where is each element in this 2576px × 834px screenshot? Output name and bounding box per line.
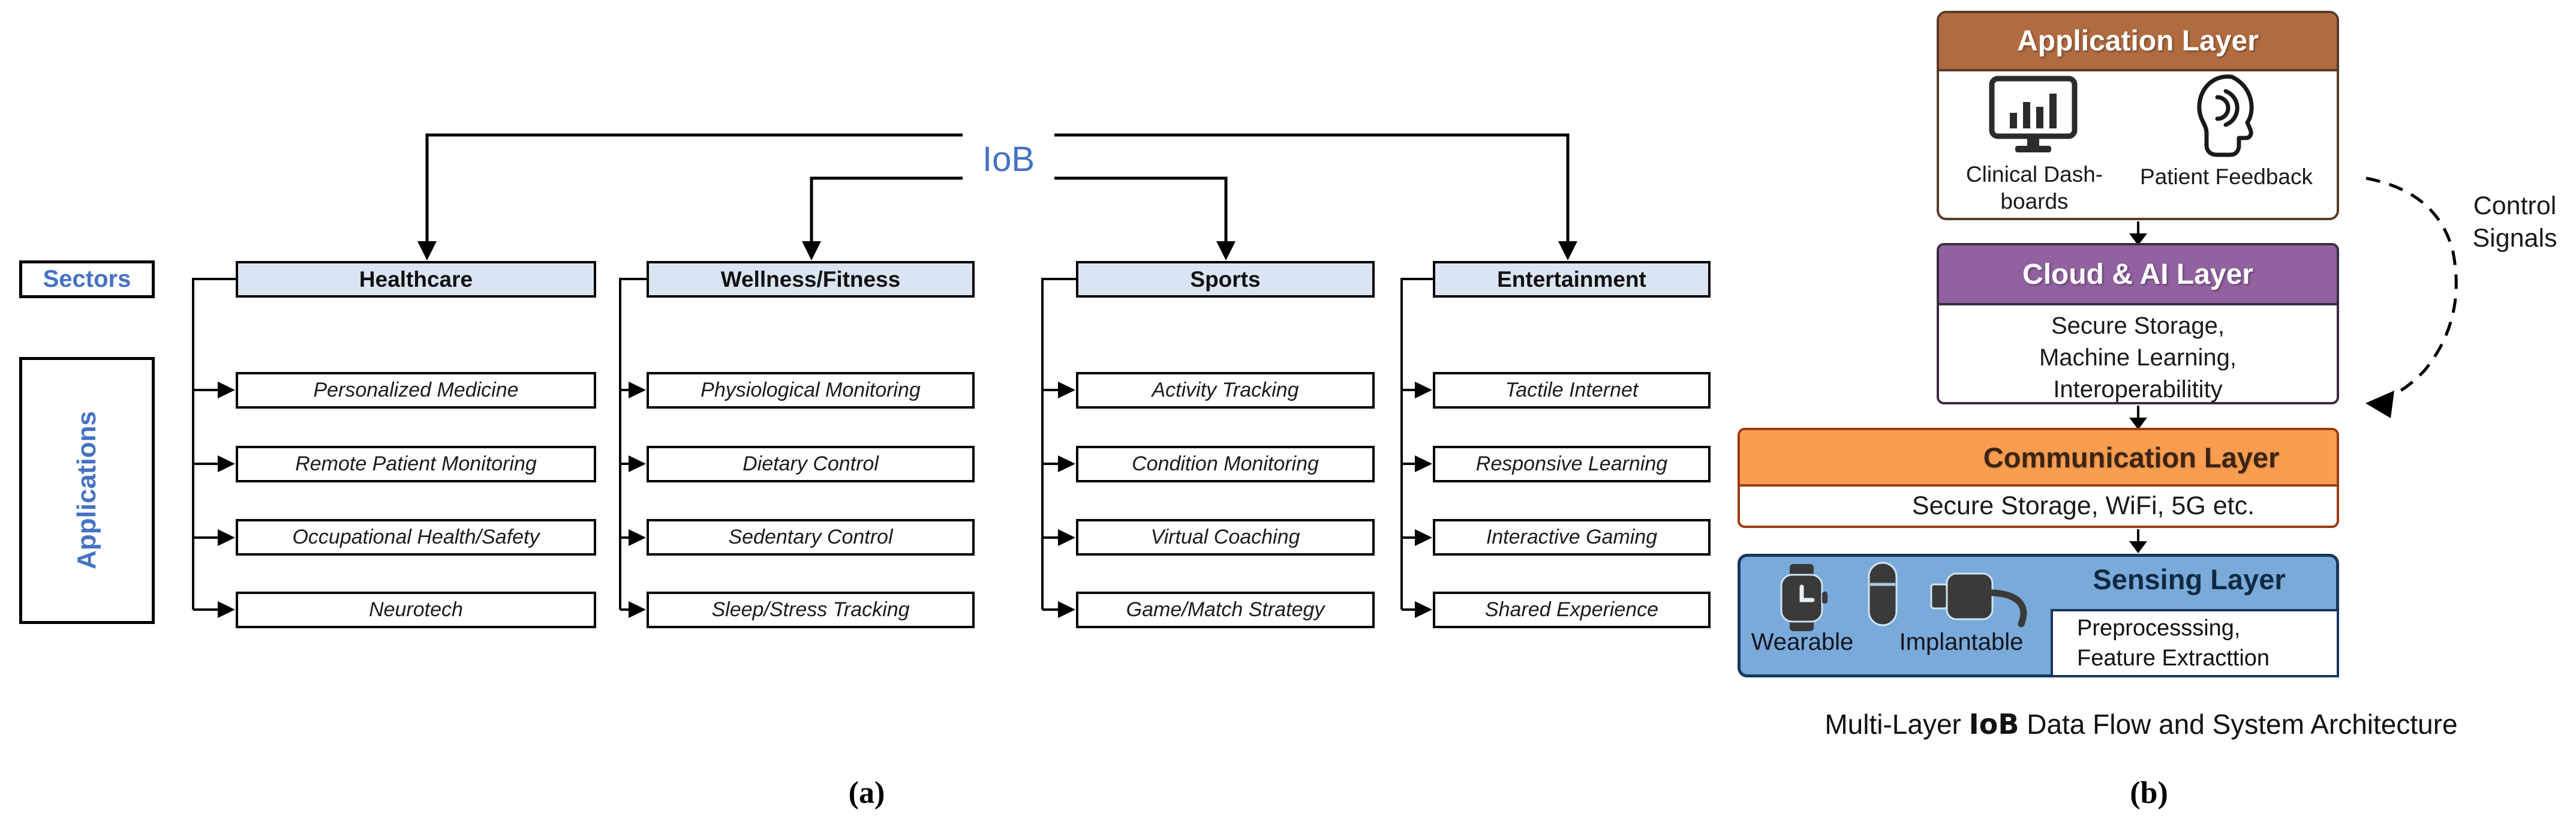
cloud-body-line3: Interoperabilitity <box>2053 376 2223 403</box>
application-item: Virtual Coaching <box>1076 519 1375 556</box>
communication-layer-body: Secure Storage, WiFi, 5G etc. <box>1911 491 2255 520</box>
panel-label-a: (a) <box>848 776 885 810</box>
cloud-ai-layer-body: Secure Storage, Machine Learning, Intero… <box>1939 305 2337 403</box>
sensing-subbox-line2: Feature Extracttion <box>2077 646 2270 671</box>
sensing-subbox-line1: Preprocesssing, <box>2077 616 2241 641</box>
application-item: Shared Experience <box>1433 592 1711 628</box>
communication-layer-box: Communication Layer Secure Storage, WiFi… <box>1738 428 2339 528</box>
clinical-label-line2: boards <box>2000 189 2069 214</box>
application-item: Tactile Internet <box>1433 372 1711 409</box>
clinical-dashboard-icon <box>1989 76 2078 152</box>
cloud-body-line1: Secure Storage, <box>2051 313 2225 339</box>
implantable-label: Implantable <box>1899 629 2024 655</box>
control-signals-line2: Signals <box>2472 224 2557 253</box>
application-layer-title: Application Layer <box>1939 13 2337 71</box>
cloud-ai-layer-box: Cloud & AI Layer Secure Storage, Machine… <box>1937 243 2339 404</box>
application-item: Responsive Learning <box>1433 446 1711 482</box>
sectors-label-box: Sectors <box>19 260 155 298</box>
application-item: Sedentary Control <box>647 519 975 556</box>
iob-root-box: IoB <box>982 139 1035 179</box>
implant-sensor-plug-icon <box>1930 572 2027 628</box>
application-item: Personalized Medicine <box>236 372 596 409</box>
caption-suffix: Data Flow and System Architecture <box>2019 709 2458 740</box>
implantable-capsule-icon <box>1868 562 1898 626</box>
control-signals-line1: Control <box>2473 191 2557 220</box>
cloud-ai-layer-title: Cloud & AI Layer <box>1939 245 2337 305</box>
column-header-wellness-fitness: Wellness/Fitness <box>647 261 975 298</box>
application-item: Occupational Health/Safety <box>236 519 596 556</box>
figure-b-caption: Multi-Layer IoB Data Flow and System Arc… <box>1739 708 2543 740</box>
column-header-entertainment: Entertainment <box>1433 261 1711 298</box>
clinical-label-line1: Clinical Dash- <box>1965 162 2103 187</box>
application-item: Condition Monitoring <box>1076 446 1375 482</box>
control-signals-annotation: Control Signals <box>2452 190 2576 254</box>
application-item: Dietary Control <box>647 446 975 482</box>
panel-label-b: (b) <box>2130 776 2168 810</box>
smartwatch-icon <box>1780 564 1827 631</box>
communication-layer-title: Communication Layer <box>1740 430 2337 487</box>
applications-label-box: Applications <box>19 357 155 624</box>
column-header-sports: Sports <box>1076 261 1375 298</box>
sensing-layer-title: Sensing Layer <box>2093 563 2286 595</box>
application-item: Interactive Gaming <box>1433 519 1711 556</box>
application-item: Game/Match Strategy <box>1076 592 1375 628</box>
caption-iob: IoB <box>1968 708 2019 740</box>
wearable-label: Wearable <box>1751 629 1854 655</box>
applications-label: Applications <box>72 411 101 570</box>
patient-feedback-label: Patient Feedback <box>2140 164 2313 189</box>
application-item: Physiological Monitoring <box>647 372 975 409</box>
clinical-dashboards-label: Clinical Dash- boards <box>1956 161 2112 215</box>
application-item: Sleep/Stress Tracking <box>647 592 975 628</box>
cloud-body-line2: Machine Learning, <box>2039 344 2237 371</box>
patient-feedback-head-icon <box>2197 74 2254 157</box>
application-item: Neurotech <box>236 592 596 628</box>
column-header-healthcare: Healthcare <box>236 261 596 298</box>
application-item: Remote Patient Monitoring <box>236 446 596 482</box>
application-item: Activity Tracking <box>1076 372 1375 409</box>
caption-prefix: Multi-Layer <box>1824 709 1969 740</box>
sensing-preprocessing-box: Preprocesssing, Feature Extracttion <box>2051 609 2339 677</box>
